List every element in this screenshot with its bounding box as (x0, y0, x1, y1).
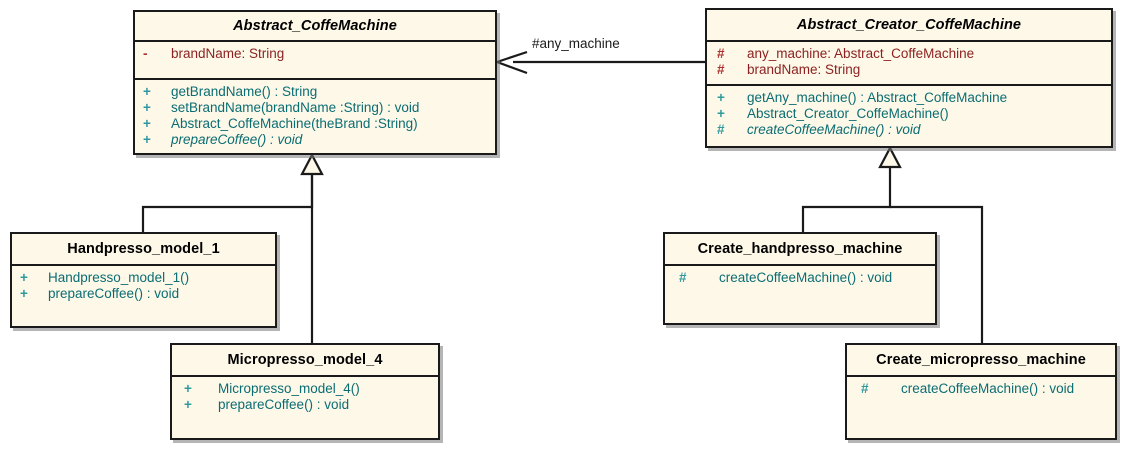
class-title-handpresso-model-1: Handpresso_model_1 (67, 241, 220, 257)
class-box-abstract-creator-coffemachine[interactable]: Abstract_Creator_CoffeMachine # any_mach… (705, 8, 1113, 148)
visibility-marker: # (861, 381, 869, 396)
operation-row: + prepareCoffee() : void (135, 132, 495, 148)
class-title-abstract-creator-coffemachine: Abstract_Creator_CoffeMachine (796, 17, 1022, 33)
operation-signature: prepareCoffee() : void (218, 397, 350, 412)
operation-row: + Abstract_CoffeMachine(theBrand :String… (135, 116, 495, 132)
visibility-marker: + (184, 381, 192, 396)
attribute-row: # any_machine: Abstract_CoffeMachine (707, 46, 1111, 62)
attributes-compartment-abstract-creator-coffemachine: # any_machine: Abstract_CoffeMachine # b… (707, 40, 1111, 84)
visibility-marker: # (717, 46, 725, 61)
operation-signature: getAny_machine() : Abstract_CoffeMachine (747, 90, 1008, 105)
operations-compartment-abstract-coffemachine: + getBrandName() : String + setBrandName… (135, 78, 495, 153)
operation-signature: prepareCoffee() : void (48, 286, 180, 301)
operation-row: + prepareCoffee() : void (172, 397, 438, 413)
operation-signature: prepareCoffee() : void (171, 132, 303, 147)
visibility-marker: + (717, 90, 725, 105)
operation-signature: Abstract_CoffeMachine(theBrand :String) (171, 116, 418, 131)
operation-row: + prepareCoffee() : void (12, 286, 275, 302)
operation-signature: getBrandName() : String (171, 84, 318, 99)
operation-row: + setBrandName(brandName :String) : void (135, 100, 495, 116)
attribute-signature: brandName: String (747, 62, 861, 77)
operation-row: + Micropresso_model_4() (172, 381, 438, 397)
association-label-any-machine: #any_machine (532, 36, 620, 51)
attribute-signature: brandName: String (171, 46, 285, 61)
class-title-create-handpresso-machine: Create_handpresso_machine (697, 241, 903, 257)
visibility-marker: + (143, 100, 151, 115)
visibility-marker: + (143, 116, 151, 131)
class-box-handpresso-model-1[interactable]: Handpresso_model_1 + Handpresso_model_1(… (10, 232, 277, 328)
visibility-marker: # (679, 270, 687, 285)
visibility-marker: + (20, 270, 28, 285)
operation-signature: Handpresso_model_1() (48, 270, 190, 285)
operation-signature: createCoffeeMachine() : void (901, 381, 1075, 396)
visibility-marker: # (717, 62, 725, 77)
class-title-abstract-coffemachine: Abstract_CoffeMachine (233, 18, 397, 34)
operations-compartment-create-handpresso-machine: # createCoffeeMachine() : void (665, 264, 935, 323)
visibility-marker: # (717, 122, 725, 137)
visibility-marker: + (143, 84, 151, 99)
association-any-machine (496, 50, 705, 75)
class-title-create-micropresso-machine: Create_micropresso_machine (876, 352, 1086, 368)
operation-signature: Abstract_Creator_CoffeMachine() (747, 106, 949, 121)
visibility-marker: + (184, 397, 192, 412)
class-box-create-handpresso-machine[interactable]: Create_handpresso_machine # createCoffee… (663, 232, 937, 325)
operation-row: # createCoffeeMachine() : void (707, 122, 1111, 138)
operation-signature: setBrandName(brandName :String) : void (171, 100, 420, 115)
operation-signature: createCoffeeMachine() : void (747, 122, 921, 137)
attribute-signature: any_machine: Abstract_CoffeMachine (747, 46, 975, 61)
operation-row: + getBrandName() : String (135, 84, 495, 100)
operations-compartment-abstract-creator-coffemachine: + getAny_machine() : Abstract_CoffeMachi… (707, 84, 1111, 146)
operation-row: # createCoffeeMachine() : void (847, 381, 1115, 397)
visibility-marker: + (20, 286, 28, 301)
inheritance-triangle-left (300, 152, 324, 176)
operation-row: + Abstract_Creator_CoffeMachine() (707, 106, 1111, 122)
class-box-micropresso-model-4[interactable]: Micropresso_model_4 + Micropresso_model_… (170, 343, 440, 440)
operation-row: + Handpresso_model_1() (12, 270, 275, 286)
class-box-create-micropresso-machine[interactable]: Create_micropresso_machine # createCoffe… (845, 343, 1117, 440)
visibility-marker: - (143, 46, 148, 61)
operation-signature: createCoffeeMachine() : void (719, 270, 893, 285)
operations-compartment-micropresso-model-4: + Micropresso_model_4() + prepareCoffee(… (172, 375, 438, 438)
visibility-marker: + (143, 132, 151, 147)
attributes-compartment-abstract-coffemachine: - brandName: String (135, 40, 495, 78)
attribute-row: - brandName: String (135, 46, 495, 62)
operations-compartment-create-micropresso-machine: # createCoffeeMachine() : void (847, 375, 1115, 438)
inheritance-triangle-right (878, 145, 902, 169)
attribute-row: # brandName: String (707, 62, 1111, 78)
class-title-micropresso-model-4: Micropresso_model_4 (227, 352, 383, 368)
operation-row: + getAny_machine() : Abstract_CoffeMachi… (707, 90, 1111, 106)
visibility-marker: + (717, 106, 725, 121)
operation-signature: Micropresso_model_4() (218, 381, 360, 396)
class-box-abstract-coffemachine[interactable]: Abstract_CoffeMachine - brandName: Strin… (133, 10, 497, 155)
operations-compartment-handpresso-model-1: + Handpresso_model_1() + prepareCoffee()… (12, 264, 275, 326)
operation-row: # createCoffeeMachine() : void (665, 270, 935, 286)
